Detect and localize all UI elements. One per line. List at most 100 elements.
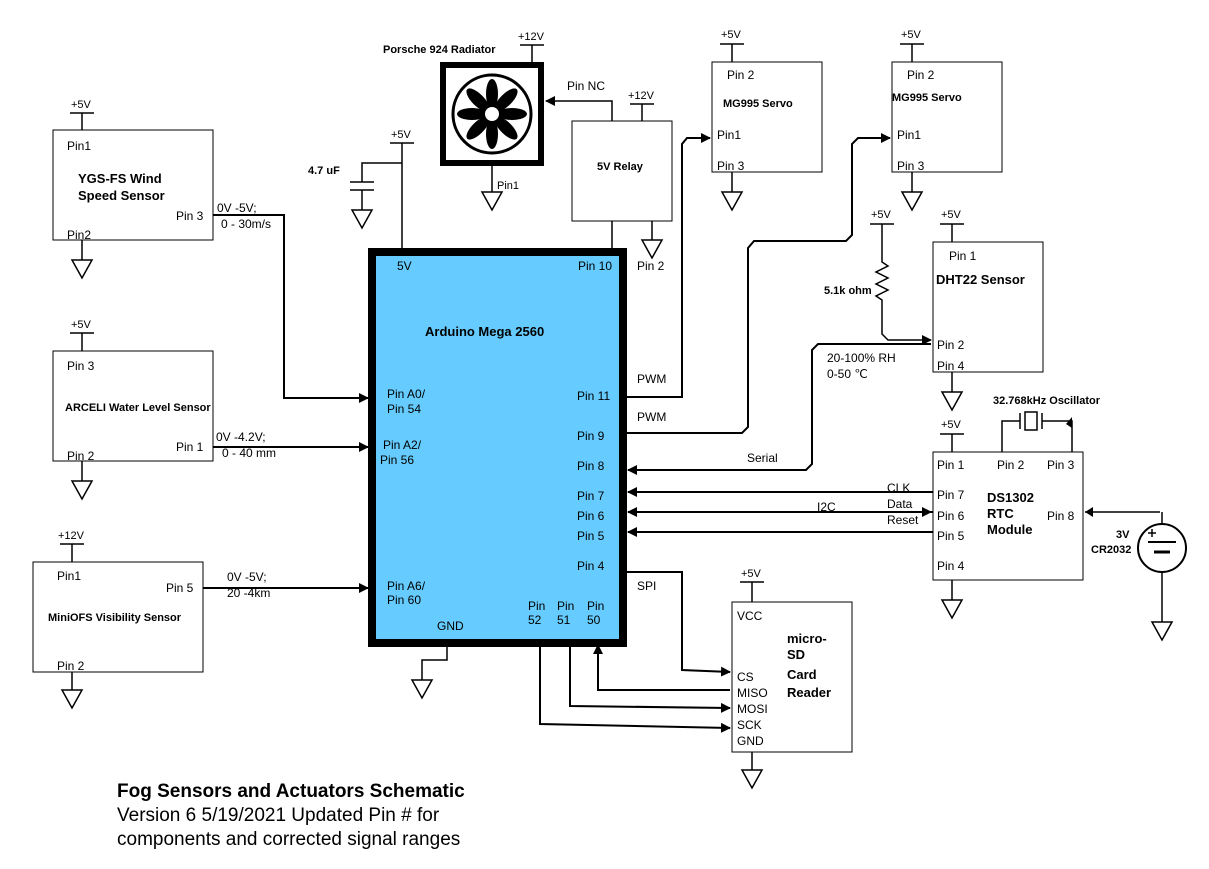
servo-2: Pin 2 MG995 Servo Pin1 Pin 3 +5V PWM xyxy=(626,29,1003,434)
schematic-subtitle-line2: components and corrected signal ranges xyxy=(117,829,461,850)
relay-box xyxy=(571,120,673,222)
relay-ground-icon xyxy=(640,239,664,260)
wind-ground-icon xyxy=(70,259,94,280)
wind-pin1: Pin1 xyxy=(67,139,91,153)
servo1-pin3: Pin 3 xyxy=(717,159,745,173)
arduino-pin-9: Pin 9 xyxy=(577,429,605,443)
rtc-module: Pin 1 Pin 2 Pin 3 Pin 7 Pin 6 Pin 5 Pin … xyxy=(627,395,1160,620)
capacitor-ground-icon xyxy=(350,209,374,230)
sd-miso: MISO xyxy=(737,686,768,700)
arduino-pin-5: Pin 5 xyxy=(577,529,605,543)
arduino-5v-supply: +5V xyxy=(391,129,412,141)
water-ground-icon xyxy=(70,480,94,501)
wind-sensor-name-line2: Speed Sensor xyxy=(78,188,165,203)
servo2-pin1: Pin1 xyxy=(897,128,921,142)
visibility-range-distance: 20 -4km xyxy=(227,586,270,600)
oscillator-label: 32.768kHz Oscillator xyxy=(993,395,1101,407)
arduino-pin-8: Pin 8 xyxy=(577,459,605,473)
radiator-12v-supply: +12V xyxy=(518,31,545,43)
fan-blades-icon xyxy=(457,79,527,149)
wind-range-speed: 0 - 30m/s xyxy=(221,217,271,231)
arduino-pin-11: Pin 11 xyxy=(577,389,610,403)
schematic-subtitle-line1: Version 6 5/19/2021 Updated Pin # for xyxy=(117,805,440,826)
resistor-5v-supply: +5V xyxy=(871,209,892,221)
coin-cell-battery: 3V CR2032 xyxy=(1091,512,1187,642)
schematic-title-block: Fog Sensors and Actuators Schematic Vers… xyxy=(117,780,465,852)
water-pin2: Pin 2 xyxy=(67,449,95,463)
visibility-sensor: Pin1 Pin 5 MiniOFS Visibility Sensor Pin… xyxy=(32,530,369,710)
visibility-sensor-box xyxy=(32,561,204,673)
sd-name-line4: Reader xyxy=(787,685,831,700)
wind-5v-supply: +5V xyxy=(71,99,92,111)
radiator-pin1: Pin1 xyxy=(497,180,519,192)
servo2-pin3: Pin 3 xyxy=(897,159,925,173)
arduino-pin-6: Pin 6 xyxy=(577,509,605,523)
servo-1: Pin 2 MG995 Servo Pin1 Pin 3 +5V PWM xyxy=(626,29,823,398)
servo1-5v-supply: +5V xyxy=(721,29,742,41)
arduino-pin-52-num: 52 xyxy=(528,613,542,627)
servo1-name: MG995 Servo xyxy=(723,98,793,110)
rtc-pin2: Pin 2 xyxy=(997,458,1025,472)
servo2-name: MG995 Servo xyxy=(892,92,962,104)
dht22-5v-supply: +5V xyxy=(941,209,962,221)
water-pin1: Pin 1 xyxy=(176,440,204,454)
i2c-label: I2C xyxy=(817,500,836,514)
rtc-pin4: Pin 4 xyxy=(937,559,965,573)
servo1-pin1: Pin1 xyxy=(717,128,741,142)
radiator-name: Porsche 924 Radiator xyxy=(383,44,496,56)
sd-5v-supply: +5V xyxy=(741,568,762,580)
water-5v-supply: +5V xyxy=(71,319,92,331)
arduino-pin-50-num: 50 xyxy=(587,613,601,627)
capacitor-label: 4.7 uF xyxy=(308,165,340,177)
capacitor: 4.7 uF xyxy=(308,162,402,230)
wind-pin2: Pin2 xyxy=(67,228,91,242)
servo2-ground-icon xyxy=(900,191,924,212)
water-range-level: 0 - 40 mm xyxy=(222,446,276,460)
wind-range-volts: 0V -5V; xyxy=(217,201,257,215)
spi-label: SPI xyxy=(637,579,656,593)
servo2-pin2: Pin 2 xyxy=(907,68,935,82)
arduino-pin-50-label: Pin xyxy=(587,599,604,613)
dht22-pin2: Pin 2 xyxy=(937,338,965,352)
visibility-12v-supply: +12V xyxy=(58,530,85,542)
rtc-pin3: Pin 3 xyxy=(1047,458,1075,472)
arduino-pin-60: Pin 60 xyxy=(387,593,421,607)
dht22-name: DHT22 Sensor xyxy=(936,272,1025,287)
rtc-name-line2: RTC xyxy=(987,506,1014,521)
sd-gnd: GND xyxy=(737,734,764,748)
dht22-box xyxy=(932,241,1044,373)
rtc-ground-icon xyxy=(940,599,964,620)
wind-speed-sensor: YGS-FS Wind Speed Sensor Pin1 Pin2 Pin 3… xyxy=(52,99,369,403)
servo2-box xyxy=(891,61,1003,173)
arduino-body xyxy=(368,248,627,647)
dht22-pin4: Pin 4 xyxy=(937,359,965,373)
crystal-oscillator-icon xyxy=(1024,411,1038,431)
arduino-pin-a0: Pin A0/ xyxy=(387,387,426,401)
rtc-box xyxy=(932,451,1084,581)
arduino-title: Arduino Mega 2560 xyxy=(425,324,544,339)
relay-name: 5V Relay xyxy=(597,161,644,173)
relay-12v-supply: +12V xyxy=(628,90,655,102)
rtc-name-line1: DS1302 xyxy=(987,490,1034,505)
dht22-ground-icon xyxy=(940,391,964,412)
arduino-pin-52-label: Pin xyxy=(528,599,545,613)
pullup-resistor-icon xyxy=(874,224,932,345)
dht22-range-humidity: 20-100% RH xyxy=(827,351,896,365)
sd-card-reader: VCC micro- SD Card Reader CS MISO MOSI S… xyxy=(539,568,853,790)
arduino-pin-51-num: 51 xyxy=(557,613,571,627)
wind-sensor-box xyxy=(52,129,214,241)
servo1-box xyxy=(711,61,823,173)
resistor-label: 5.1k ohm xyxy=(824,285,872,297)
water-sensor-box xyxy=(52,350,214,462)
relay-pin-nc: Pin NC xyxy=(567,79,605,93)
rtc-5v-supply: +5V xyxy=(941,419,962,431)
battery-name: CR2032 xyxy=(1091,544,1131,556)
sd-cs: CS xyxy=(737,670,754,684)
sd-sck: SCK xyxy=(737,718,762,732)
battery-icon xyxy=(1137,523,1187,573)
dht22-pin1: Pin 1 xyxy=(949,249,977,263)
servo1-ground-icon xyxy=(720,191,744,212)
visibility-range-volts: 0V -5V; xyxy=(227,570,267,584)
rtc-data-label: Data xyxy=(887,497,913,511)
